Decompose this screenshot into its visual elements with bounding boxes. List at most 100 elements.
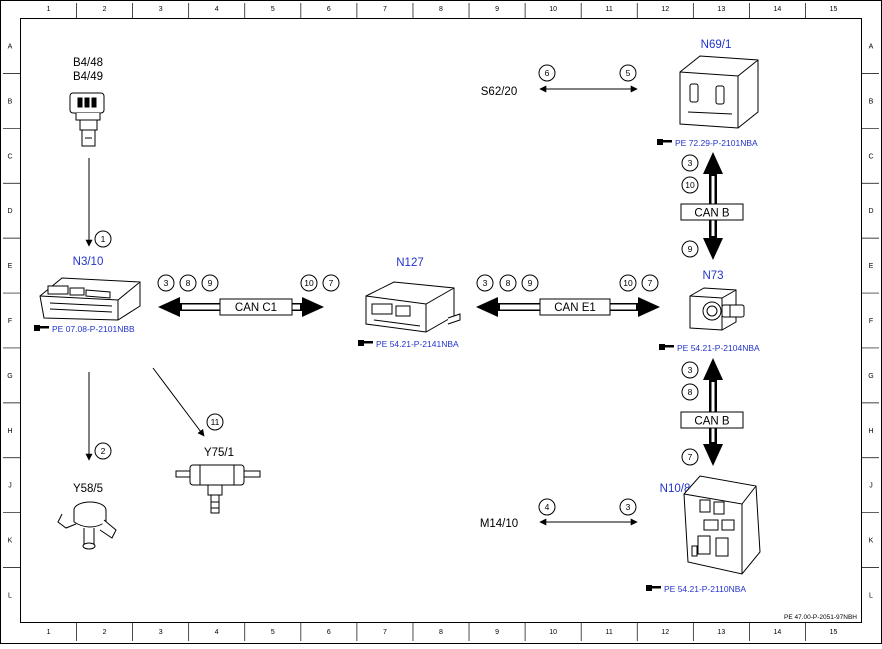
ruler-row-label: F	[8, 318, 12, 325]
ruler-row-label: C	[7, 153, 12, 160]
pointing-hand-icon	[659, 344, 674, 350]
arrow-n3-to-y75	[152, 367, 205, 437]
signal-circle: 2	[94, 442, 112, 460]
svg-text:9: 9	[688, 244, 693, 254]
svg-text:7: 7	[648, 278, 653, 288]
ruler-column-label: 12	[661, 6, 669, 13]
ruler-row-label: G	[7, 373, 12, 380]
can-b-upper-label: CAN B	[694, 208, 729, 220]
ruler-row-label: H	[7, 428, 12, 435]
ref-n127[interactable]: PE 54.21-P-2141NBA	[358, 339, 459, 349]
ruler-column-label: 5	[271, 6, 275, 13]
svg-text:PE 54.21-P-2104NBA: PE 54.21-P-2104NBA	[677, 343, 760, 353]
ruler-column-label: 11	[606, 629, 613, 636]
can-c1-label: CAN C1	[235, 302, 277, 314]
ruler-column-label: 14	[774, 6, 782, 13]
label-y75-1: Y75/1	[204, 447, 234, 459]
label-n10-8: N10/8	[660, 483, 691, 495]
ruler-column-label: 11	[606, 6, 613, 13]
signal-circle: 1	[94, 230, 112, 248]
svg-text:8: 8	[506, 278, 511, 288]
svg-text:PE 54.21-P-2110NBA: PE 54.21-P-2110NBA	[664, 584, 746, 594]
label-n73: N73	[702, 270, 723, 282]
sam-control-unit-illustration	[683, 475, 761, 575]
ruler-column-label: 8	[439, 6, 443, 13]
ruler-row-label: L	[869, 593, 873, 600]
ruler-row-label: D	[7, 208, 12, 215]
signal-circle: 9	[521, 274, 539, 292]
svg-text:3: 3	[688, 365, 693, 375]
ref-n3-10[interactable]: PE 07.08-P-2101NBB	[34, 324, 135, 334]
ruler-row-label: K	[869, 538, 874, 545]
svg-text:PE 54.21-P-2141NBA: PE 54.21-P-2141NBA	[376, 339, 459, 349]
svg-text:PE 07.08-P-2101NBB: PE 07.08-P-2101NBB	[52, 324, 135, 334]
pointing-hand-icon	[646, 585, 661, 591]
signal-circle: 7	[681, 448, 699, 466]
pointing-hand-icon	[34, 325, 49, 331]
label-y58-5: Y58/5	[73, 483, 103, 495]
svg-text:3: 3	[626, 502, 631, 512]
signal-circle: 7	[322, 274, 340, 292]
ruler-column-label: 12	[661, 629, 669, 636]
label-b4-48: B4/48	[73, 57, 103, 69]
ruler-column-label: 8	[439, 629, 443, 636]
can-e1-label: CAN E1	[554, 302, 596, 314]
label-n69-1: N69/1	[701, 39, 732, 51]
label-n127: N127	[396, 257, 424, 269]
signal-circles: 1 2 11 3 8 9 10 7 3 8 9 10 7 3 10 9 3 8 …	[94, 64, 699, 516]
svg-text:10: 10	[304, 278, 314, 288]
ruler-column-label: 2	[103, 629, 107, 636]
signal-circle: 9	[681, 240, 699, 258]
ruler-column-label: 15	[830, 6, 838, 13]
signal-circle: 5	[619, 64, 637, 82]
svg-text:3: 3	[688, 158, 693, 168]
ruler-row-label: D	[868, 208, 873, 215]
signal-circle: 3	[619, 498, 637, 516]
ruler-row-label: F	[869, 318, 873, 325]
pointing-hand-icon	[657, 139, 672, 145]
ref-n73[interactable]: PE 54.21-P-2104NBA	[659, 343, 760, 353]
svg-text:2: 2	[101, 446, 106, 456]
svg-text:6: 6	[545, 68, 550, 78]
engine-control-unit-illustration	[39, 277, 141, 321]
ruler-column-label: 2	[103, 6, 107, 13]
signal-circle: 10	[681, 176, 699, 194]
ruler-column-label: 7	[383, 6, 387, 13]
ruler-row-label: A	[8, 43, 13, 50]
svg-text:1: 1	[101, 234, 106, 244]
ruler-column-label: 1	[47, 6, 51, 13]
ruler-row-label: C	[868, 153, 873, 160]
svg-text:11: 11	[211, 417, 220, 427]
ruler-column-label: 4	[215, 6, 219, 13]
signal-circle: 3	[476, 274, 494, 292]
ignition-switch-illustration	[689, 287, 745, 331]
ruler-column-label: 3	[159, 629, 163, 636]
pointing-hand-icon	[358, 340, 373, 346]
svg-text:7: 7	[329, 278, 334, 288]
ruler-column-label: 4	[215, 629, 219, 636]
can-c1-bus: CAN C1	[158, 297, 324, 317]
svg-text:10: 10	[623, 278, 633, 288]
svg-text:7: 7	[688, 452, 693, 462]
ref-n10-8[interactable]: PE 54.21-P-2110NBA	[646, 584, 746, 594]
svg-text:8: 8	[688, 387, 693, 397]
signal-circle: 3	[681, 361, 699, 379]
ruler-row-label: B	[8, 98, 13, 105]
ruler-row-label: J	[869, 483, 873, 490]
signal-circle: 3	[681, 154, 699, 172]
signal-circle: 8	[179, 274, 197, 292]
label-n3-10: N3/10	[73, 256, 104, 268]
inner-frame	[20, 18, 862, 623]
signal-circle: 6	[538, 64, 556, 82]
signal-circle: 8	[681, 383, 699, 401]
ref-n69-1[interactable]: PE 72.29-P-2101NBA	[657, 138, 758, 148]
ruler-column-label: 5	[271, 629, 275, 636]
ruler-column-label: 3	[159, 6, 163, 13]
ruler-row-label: J	[8, 483, 12, 490]
label-b4-49: B4/49	[73, 71, 103, 83]
signal-circle: 10	[619, 274, 637, 292]
valve-illustration	[57, 501, 117, 550]
can-b-lower-label: CAN B	[694, 416, 729, 428]
ruler-column-label: 1	[47, 629, 51, 636]
can-b-lower-bus: CAN B	[680, 358, 744, 466]
